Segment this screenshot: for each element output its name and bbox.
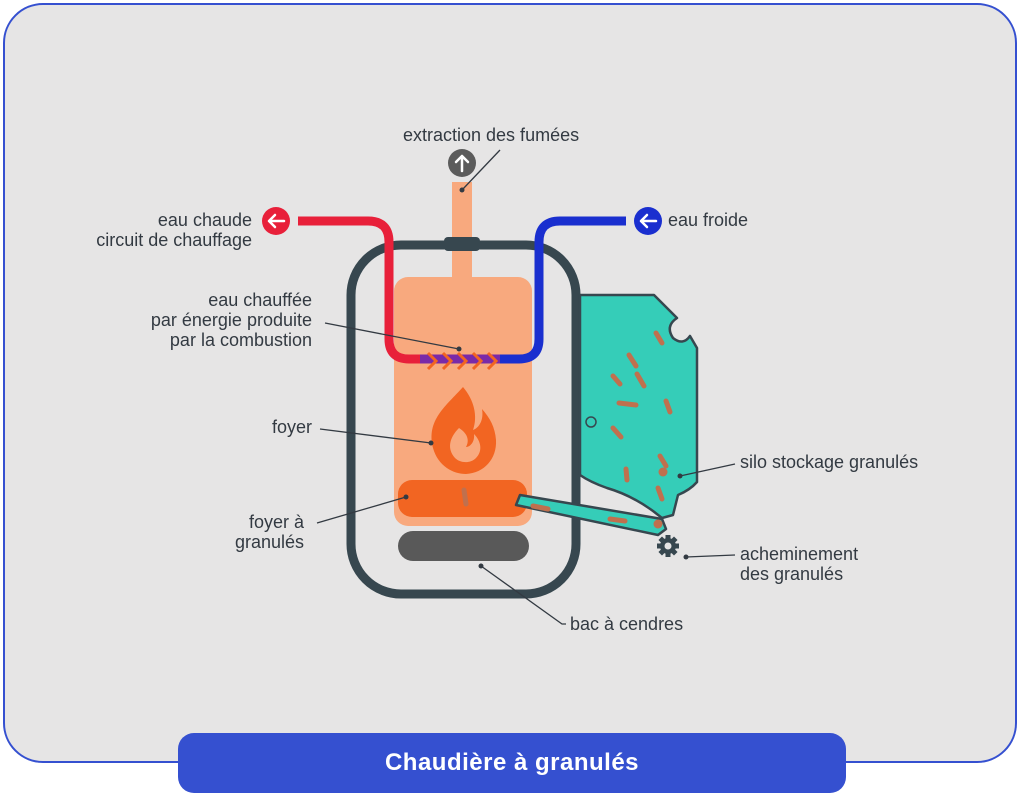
leader-dots	[403, 187, 689, 569]
label-pellet-hearth: foyer à granulés	[235, 512, 304, 552]
heat-chevrons	[426, 351, 499, 371]
flame-icon	[431, 387, 497, 474]
label-hot-water-line1: eau chaude	[157, 210, 252, 230]
label-silo: silo stockage granulés	[740, 452, 919, 472]
hot-water-arrow-icon	[262, 207, 290, 235]
label-hot-water: eau chaude circuit de chauffage	[96, 210, 252, 250]
label-heated-water-line1: eau chauffée	[208, 290, 312, 310]
label-heated-water-line2: par énergie produite	[150, 310, 312, 330]
heated-water-section	[420, 354, 500, 364]
cold-water-arrow-icon	[634, 207, 662, 235]
label-heated-water-line3: par la combustion	[169, 330, 312, 350]
label-feed-line1: acheminement	[740, 544, 859, 564]
cold-water-pipe	[460, 216, 626, 364]
gear-icon	[657, 535, 679, 557]
hot-water-pipe	[298, 216, 460, 364]
label-hot-water-line2: circuit de chauffage	[96, 230, 252, 250]
flue-collar	[444, 237, 480, 251]
pellet-dot	[658, 467, 668, 477]
label-heated-water: eau chauffée par énergie produite par la…	[151, 290, 312, 350]
label-pellet-hearth-line1: foyer à	[248, 512, 304, 532]
title-banner: Chaudière à granulés	[178, 733, 846, 793]
label-cold-water: eau froide	[668, 210, 749, 230]
arrow-up-icon	[448, 149, 476, 177]
feed-auger	[514, 493, 668, 537]
pellet-grate	[398, 480, 527, 517]
label-extraction: extraction des fumées	[403, 125, 580, 145]
label-pellet-hearth-line2: granulés	[234, 532, 304, 552]
label-foyer: foyer	[271, 417, 312, 437]
label-feed: acheminement des granulés	[740, 544, 858, 584]
page-title: Chaudière à granulés	[384, 749, 640, 776]
label-ash-pan: bac à cendres	[570, 614, 684, 634]
silo-screw	[585, 416, 597, 428]
leader-lines	[316, 149, 736, 625]
pellet-silo	[578, 293, 699, 520]
label-feed-line2: des granulés	[740, 564, 844, 584]
pellet-dot	[653, 519, 663, 529]
grate-pellet	[461, 487, 469, 507]
silo-pellets	[530, 330, 673, 524]
flue-pipe	[452, 182, 472, 287]
ash-pan	[398, 531, 529, 561]
